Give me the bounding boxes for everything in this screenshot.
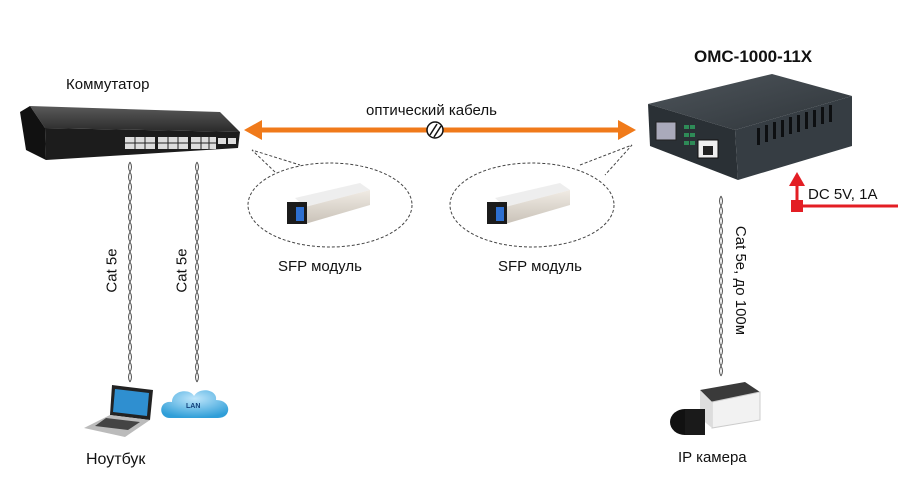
sfp-module-left-icon (287, 183, 370, 224)
network-switch-icon (20, 106, 240, 160)
sfp-callout-right (449, 144, 633, 248)
ip-camera-icon (670, 382, 761, 435)
power-label: DC 5V, 1A (808, 186, 878, 203)
sfp-left-label: SFP модуль (278, 258, 362, 275)
converter-title: OMC-1000-11X (694, 47, 813, 66)
fiber-cable-label: оптический кабель (366, 102, 497, 119)
sfp-callout-left (247, 149, 413, 248)
sfp-module-right-icon (487, 183, 570, 224)
twisted-cable-1 (128, 161, 132, 383)
sfp-right-label: SFP модуль (498, 258, 582, 275)
lan-label: LAN (186, 403, 201, 410)
laptop-icon (84, 385, 153, 437)
cable-3-label: Cat 5e, до 100м (732, 225, 750, 336)
cable-2-label: Cat 5e (173, 248, 191, 293)
cable-1-label: Cat 5e (103, 248, 121, 293)
twisted-cable-2 (195, 161, 199, 383)
twisted-cable-3 (719, 195, 723, 377)
media-converter-icon (648, 74, 852, 180)
laptop-label: Ноутбук (86, 451, 146, 468)
cloud-icon (161, 390, 229, 418)
camera-label: IP камера (678, 449, 747, 466)
cable-break-icon (426, 121, 444, 139)
switch-label: Коммутатор (66, 76, 150, 93)
power-connector-icon (789, 172, 898, 212)
